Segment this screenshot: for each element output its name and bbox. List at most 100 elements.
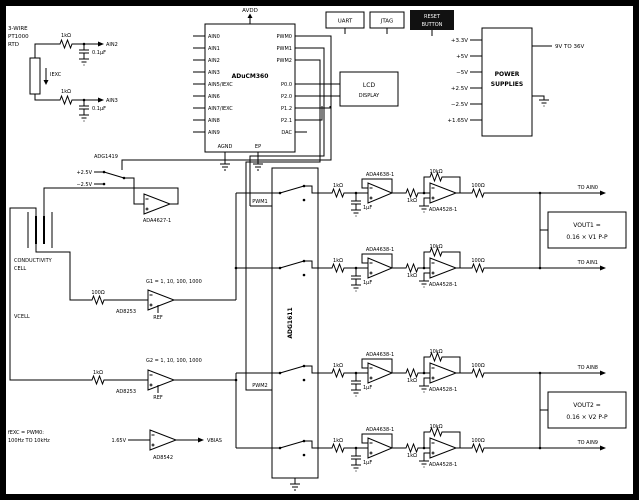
contact-dot bbox=[302, 439, 306, 443]
contact-dot bbox=[278, 191, 282, 195]
opamp-symbol bbox=[143, 193, 172, 215]
ain-ref-label: TO AIN8 bbox=[577, 365, 598, 371]
ref-label: REF bbox=[153, 395, 163, 401]
excitation-wire bbox=[43, 187, 179, 216]
rail-label: +3.3V bbox=[451, 38, 468, 44]
ain-ref-label: TO AIN1 bbox=[577, 260, 598, 266]
power-title-1: POWER bbox=[495, 71, 520, 78]
ground-symbol bbox=[220, 152, 263, 171]
resistor-symbol bbox=[470, 187, 486, 199]
contact-dot bbox=[302, 453, 306, 457]
ref-label: REF bbox=[153, 315, 163, 321]
resistor-label: 10kΩ bbox=[429, 424, 442, 430]
capacitor-label: 1µF bbox=[363, 205, 372, 211]
pin-label: AGND bbox=[218, 144, 233, 150]
resistor-label: 10kΩ bbox=[429, 244, 442, 250]
cell-electrodes bbox=[35, 216, 45, 244]
capacitor-ground-symbol bbox=[79, 44, 89, 66]
capacitor-label: 1µF bbox=[363, 280, 372, 286]
mcu-left-pin-stubs bbox=[193, 35, 205, 133]
opamp-input-marks bbox=[369, 187, 435, 200]
supply-label: +2.5V bbox=[76, 170, 92, 176]
capacitor-label: 0.1µF bbox=[92, 106, 106, 112]
resistor-symbol bbox=[470, 262, 486, 274]
ain-ref-label: AIN2 bbox=[106, 42, 118, 48]
resistor-label: 100Ω bbox=[471, 363, 485, 369]
junction-dot bbox=[354, 266, 358, 270]
rail-label: −2.5V bbox=[451, 102, 468, 108]
contact-dot bbox=[302, 184, 306, 188]
power-input-label: 9V TO 36V bbox=[555, 44, 584, 50]
gain-note: G2 = 1, 10, 100, 1000 bbox=[146, 358, 202, 364]
pin-label: AIN2 bbox=[208, 58, 220, 64]
rail-label: −5V bbox=[456, 70, 468, 76]
opamp-input-marks bbox=[149, 294, 153, 307]
contact-dot bbox=[302, 273, 306, 277]
mcu-block: ADuCM360 AIN0 AIN1 AIN2 AIN3 AIN5/IEXC A… bbox=[121, 8, 332, 391]
junction-dot bbox=[354, 446, 358, 450]
arrowhead bbox=[198, 437, 204, 443]
lcd-block: LCD DISPLAY bbox=[307, 71, 399, 121]
pwm-route-wires bbox=[121, 35, 332, 391]
spdt-switch-symbol bbox=[94, 171, 144, 205]
contact-dot bbox=[102, 182, 106, 186]
resistor-label: 1kΩ bbox=[333, 363, 343, 369]
pin-label: AIN8 bbox=[208, 118, 220, 124]
junction-dot bbox=[234, 266, 238, 270]
pin-label: DAC bbox=[281, 130, 292, 136]
vout1-line1: VOUT1 = bbox=[573, 222, 601, 229]
vout-tap-wires bbox=[539, 193, 548, 448]
mux-block: ADG1611 PWM1 PWM2 bbox=[250, 167, 319, 491]
contact-dot bbox=[302, 198, 306, 202]
cell-sense-wires bbox=[9, 207, 90, 381]
opamp-part-label: AD8253 bbox=[116, 309, 136, 315]
contact-dot bbox=[302, 378, 306, 382]
opamp-symbol bbox=[367, 362, 394, 384]
vout1-box bbox=[547, 211, 627, 249]
pin-label: AIN1 bbox=[208, 46, 220, 52]
contact-dot bbox=[278, 371, 282, 375]
capacitor-ground-symbol bbox=[351, 448, 361, 472]
inamp-wires bbox=[106, 192, 280, 301]
capacitor-label: 1µF bbox=[363, 385, 372, 391]
resistor-label: 10kΩ bbox=[429, 349, 442, 355]
opamp-symbol bbox=[367, 182, 394, 204]
rtd-wires bbox=[34, 43, 98, 101]
resistor-symbol bbox=[330, 367, 346, 379]
capacitor-label: 1µF bbox=[363, 460, 372, 466]
resistor-symbol bbox=[404, 367, 420, 379]
cell-body bbox=[27, 212, 53, 248]
pin-label: P1.2 bbox=[281, 106, 292, 112]
vout2-line1: VOUT2 = bbox=[573, 402, 601, 409]
ground-symbol bbox=[419, 452, 430, 468]
arrowhead bbox=[600, 265, 606, 271]
reset-box bbox=[410, 10, 454, 30]
top-connector-boxes: UART JTAG RESET BUTTON bbox=[325, 10, 454, 36]
pin-label: PWM1 bbox=[277, 46, 292, 52]
opamp-part-label: ADA4627-1 bbox=[143, 218, 171, 224]
resistor-symbol bbox=[428, 246, 444, 258]
power-title-2: SUPPLIES bbox=[491, 81, 523, 88]
resistor-label: 100Ω bbox=[471, 438, 485, 444]
contact-dot bbox=[278, 446, 282, 450]
capacitor-ground-symbol bbox=[351, 373, 361, 397]
opamp-part-label: ADA4528-1 bbox=[429, 207, 457, 213]
opamp-part-label: ADA4528-1 bbox=[429, 387, 457, 393]
opamp-symbol bbox=[149, 429, 178, 451]
feedback-wires bbox=[361, 251, 461, 268]
connector-stubs bbox=[344, 28, 433, 36]
resistor-symbol bbox=[470, 367, 486, 379]
cell-label-1: CONDUCTIVITY bbox=[14, 258, 53, 264]
resistor-symbol bbox=[404, 187, 420, 199]
ain-ref-label: AIN3 bbox=[106, 98, 118, 104]
inamp-voltage: 1kΩ REF AD8253 G2 = 1, 10, 100, 1000 bbox=[90, 358, 280, 449]
switch-part-label: ADG1419 bbox=[94, 154, 118, 160]
resistor-label: 100Ω bbox=[471, 183, 485, 189]
resistor-label: 1kΩ bbox=[333, 258, 343, 264]
contact-dot bbox=[122, 176, 126, 180]
resistor-symbol bbox=[90, 294, 106, 306]
mux-switch-symbols bbox=[279, 185, 318, 449]
opamp-input-marks bbox=[369, 442, 435, 455]
lcd-label-1: LCD bbox=[363, 82, 376, 89]
resistor-label: 1kΩ bbox=[407, 378, 417, 384]
